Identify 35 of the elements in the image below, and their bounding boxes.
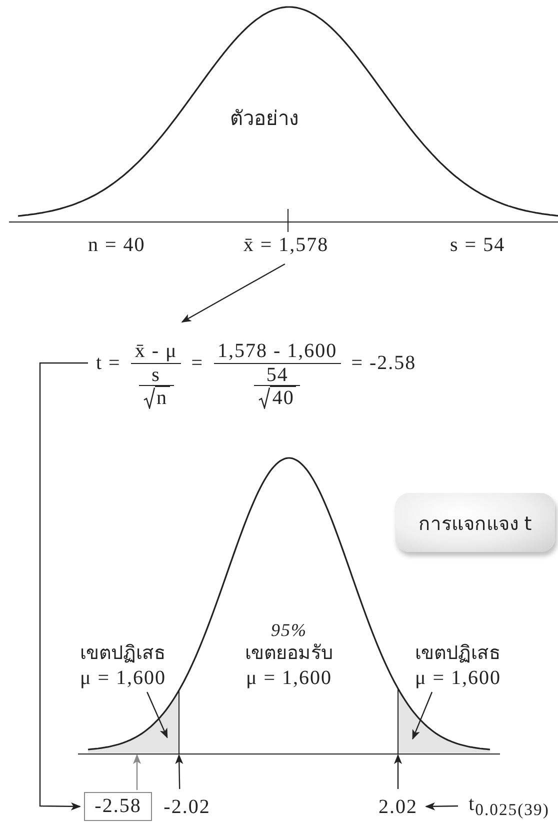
- sample-label: ตัวอย่าง: [230, 105, 299, 132]
- region-label: เขตยอมรับ: [245, 641, 333, 666]
- arrow: [133, 754, 141, 790]
- axis-value: t$_{0.025(39)}$: [468, 792, 550, 820]
- formula-term: 54: [266, 365, 288, 385]
- formula-numerator: x̄ - μ: [134, 339, 178, 363]
- rejection-area: [398, 688, 490, 753]
- percent-label: 95%: [271, 620, 307, 642]
- axis-value: 2.02: [378, 794, 418, 818]
- rejection-area: [88, 690, 179, 753]
- highlighted-value: -2.58: [84, 792, 152, 821]
- region-label: เขตปฏิเสธ: [80, 641, 166, 666]
- arrow: [39, 362, 88, 810]
- axis-value: x̄ = 1,578: [243, 233, 329, 257]
- arrow: [394, 754, 402, 789]
- mean-value: μ = 1,600: [80, 666, 166, 690]
- mean-value: μ = 1,600: [414, 666, 501, 690]
- arrow: [175, 754, 184, 790]
- formula-term: =: [191, 351, 204, 375]
- arrow: [425, 802, 458, 810]
- distribution-tag: การแจกแจง t: [395, 493, 555, 552]
- mean-value: μ = 1,600: [246, 666, 332, 690]
- formula-result: = -2.58: [351, 351, 416, 375]
- formula-term: 40: [270, 386, 296, 409]
- statistic-label: s = 54: [450, 233, 506, 257]
- arrow: [146, 692, 168, 738]
- formula-term: t =: [96, 351, 121, 375]
- axis-value: -2.02: [164, 794, 210, 818]
- region-label: เขตปฏิเสธ: [415, 641, 501, 666]
- arrow: [412, 692, 433, 740]
- formula-term: n: [154, 386, 170, 409]
- formula-term: s: [152, 365, 160, 385]
- arrow: [181, 263, 286, 323]
- formula-numerator: 1,578 - 1,600: [218, 339, 338, 363]
- statistic-label: n = 40: [88, 233, 146, 257]
